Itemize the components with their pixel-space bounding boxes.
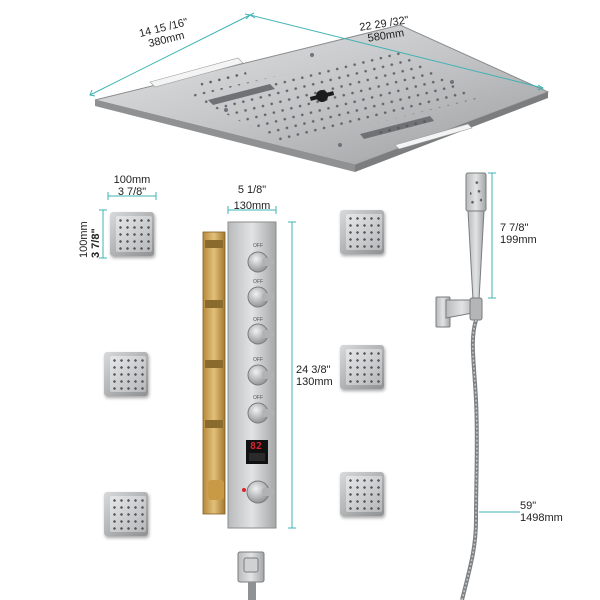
body-jet-bottom-right <box>340 472 384 516</box>
valve-height-label: 24 3/8" 130mm <box>296 364 333 388</box>
hand-shower-dimension-lines <box>479 172 520 513</box>
valve-height-in: 24 3/8" <box>296 364 331 376</box>
jet-width-in: 3 7/8" <box>117 186 147 198</box>
valve-width-mm: 130mm <box>233 200 271 212</box>
hand-shower-length-label: 7 7/8" 199mm <box>500 222 537 246</box>
jet-height-label: 100mm 3 7/8" <box>78 221 102 258</box>
body-jet-mid-right <box>340 345 384 389</box>
rain-shower-head <box>94 24 550 172</box>
display-temperature: 82 <box>250 441 263 452</box>
body-jet-top-right <box>340 210 384 254</box>
knob-label-1: OFF <box>253 243 263 249</box>
rain-head-dimensions <box>89 12 545 97</box>
jet-dimension-lines <box>99 192 157 259</box>
jet-height-in: 3 7/8" <box>90 228 102 258</box>
hand-shower <box>435 172 487 600</box>
hose-length-label: 59" 1498mm <box>520 500 563 524</box>
hand-shower-length-mm: 199mm <box>500 234 537 246</box>
knob-label-4: OFF <box>253 357 263 363</box>
hose-length-in: 59" <box>520 500 537 512</box>
jet-height-mm: 100mm <box>78 221 90 258</box>
knob-label-3: OFF <box>253 317 263 323</box>
body-jet-bottom-left <box>104 492 148 536</box>
body-jet-top-left <box>110 212 154 256</box>
body-jet-mid-left <box>104 352 148 396</box>
valve-height-mm: 130mm <box>296 376 333 388</box>
knob-label-2: OFF <box>253 279 263 285</box>
valve-panel <box>202 221 277 529</box>
jet-width-label: 100mm 3 7/8" <box>114 174 151 198</box>
valve-width-label: 5 1/8" 130mm <box>233 184 271 212</box>
valve-width-in: 5 1/8" <box>237 184 267 196</box>
knob-label-5: OFF <box>253 395 263 401</box>
wall-outlet <box>237 551 265 600</box>
jet-width-mm: 100mm <box>113 174 151 186</box>
hose-length-mm: 1498mm <box>520 512 563 524</box>
valve-knobs <box>242 251 274 504</box>
valve-dimension-lines <box>227 206 296 529</box>
hand-shower-length-in: 7 7/8" <box>500 222 529 234</box>
